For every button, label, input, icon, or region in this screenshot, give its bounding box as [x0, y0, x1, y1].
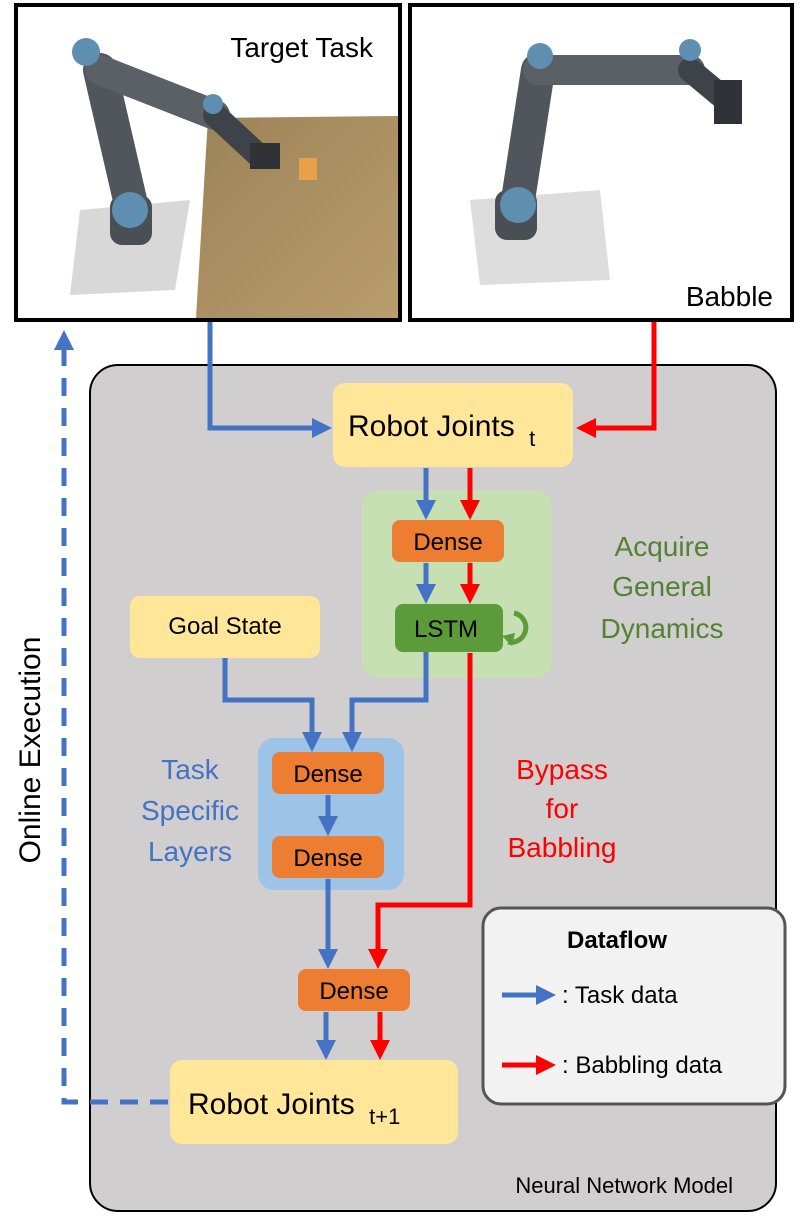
- robot-joints-t-label: Robot Joints: [348, 410, 515, 443]
- recurrent-loop-icon: [507, 610, 529, 645]
- svg-text:Robot Joints t: Robot Joints t: [348, 410, 535, 451]
- babble-title: Babble: [686, 281, 773, 312]
- task-data-arrows: [54, 322, 436, 1105]
- bypass-label-3: Babbling: [508, 832, 617, 863]
- general-dynamics-label-3: Dynamics: [601, 613, 724, 644]
- dense-task-1-box: Dense: [272, 752, 384, 794]
- dataflow-legend: Dataflow : Task data : Babbling data: [481, 906, 787, 1106]
- robot-joints-t1-subscript: t+1: [369, 1104, 400, 1129]
- svg-text:Robot Joints t+1: Robot Joints t+1: [188, 1088, 400, 1129]
- legend-babbling-label: : Babbling data: [562, 1052, 723, 1079]
- dense-output-label: Dense: [319, 978, 388, 1005]
- robot-joints-t-subscript: t: [529, 426, 535, 451]
- robot-joints-t-box: Robot Joints t: [333, 383, 573, 467]
- lstm-box: LSTM: [395, 604, 529, 652]
- goal-state-label: Goal State: [168, 613, 281, 640]
- lstm-label: LSTM: [414, 616, 478, 643]
- general-dynamics-label-2: General: [612, 571, 712, 602]
- dense-task-2-label: Dense: [293, 845, 362, 872]
- robot-arm-image: [72, 38, 280, 245]
- babbling-data-arrows: [368, 322, 657, 1060]
- dense-task-2-box: Dense: [272, 836, 384, 878]
- dense-task-1-label: Dense: [293, 761, 362, 788]
- legend-task-label: : Task data: [562, 982, 678, 1009]
- task-specific-label-2: Specific: [141, 795, 239, 826]
- babble-robot-arm-image: [495, 39, 742, 240]
- general-dynamics-label-1: Acquire: [615, 531, 710, 562]
- legend-title: Dataflow: [567, 927, 667, 954]
- dense-general-box: Dense: [392, 520, 504, 562]
- dense-output-box: Dense: [298, 969, 410, 1011]
- model-container-label: Neural Network Model: [515, 1173, 733, 1198]
- robot-joints-t1-label: Robot Joints: [188, 1088, 355, 1121]
- bypass-label-1: Bypass: [516, 754, 608, 785]
- target-cube: [299, 158, 317, 180]
- task-specific-label-3: Layers: [148, 836, 232, 867]
- online-execution-label: Online Execution: [14, 637, 47, 864]
- robot-joints-t1-box: Robot Joints t+1: [170, 1060, 458, 1144]
- task-specific-label-1: Task: [161, 754, 220, 785]
- babble-panel: Babble: [408, 3, 794, 322]
- target-task-panel: Target Task: [14, 3, 402, 322]
- table-surface: [196, 116, 398, 318]
- bypass-label-2: for: [546, 793, 579, 824]
- goal-state-box: Goal State: [130, 596, 320, 658]
- dense-general-label: Dense: [413, 529, 482, 556]
- target-task-title: Target Task: [230, 32, 374, 63]
